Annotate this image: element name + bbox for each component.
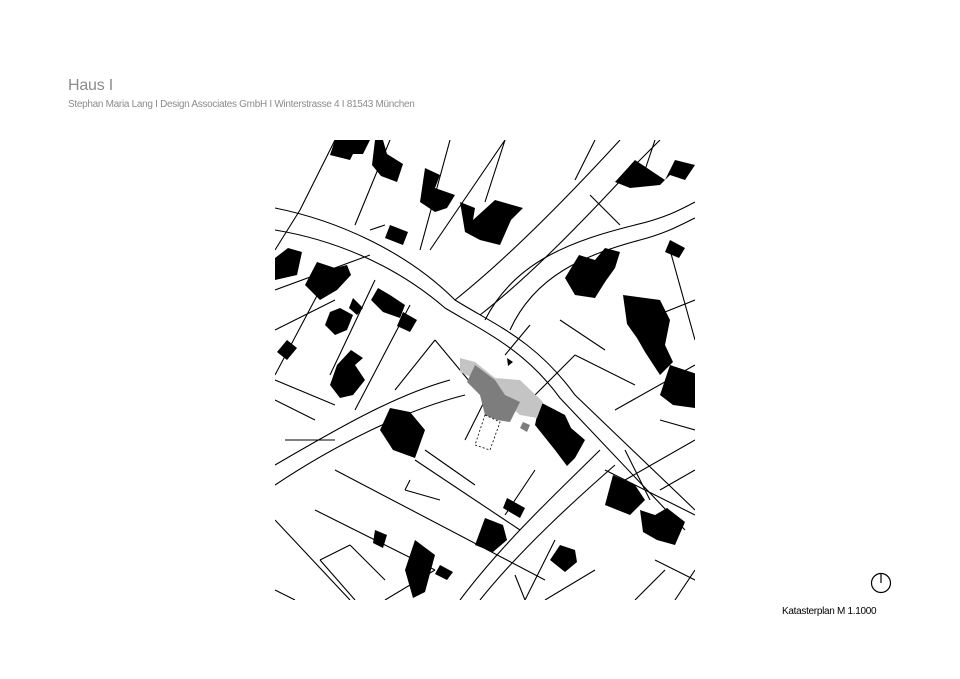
cadastral-map: [275, 140, 695, 600]
ne-road-edge-1: [454, 140, 621, 301]
south-road-edge-2: [479, 464, 616, 600]
scale-label: Katasterplan M 1.1000: [782, 606, 877, 617]
east-road-edge-1: [484, 201, 695, 321]
project-building: [460, 358, 543, 451]
sw-road-edge-2: [275, 394, 466, 486]
main-road-edge-north: [275, 207, 695, 511]
main-road-edge-south: [275, 229, 686, 531]
east-road-edge-2: [509, 217, 695, 331]
sw-road-edge-1: [275, 379, 451, 466]
page-title: Haus I: [68, 77, 114, 94]
south-road-edge-1: [459, 449, 601, 600]
page-subtitle: Stephan Maria Lang I Design Associates G…: [68, 99, 415, 110]
north-arrow-icon: [870, 572, 892, 594]
neighbouring-buildings: [275, 140, 695, 598]
